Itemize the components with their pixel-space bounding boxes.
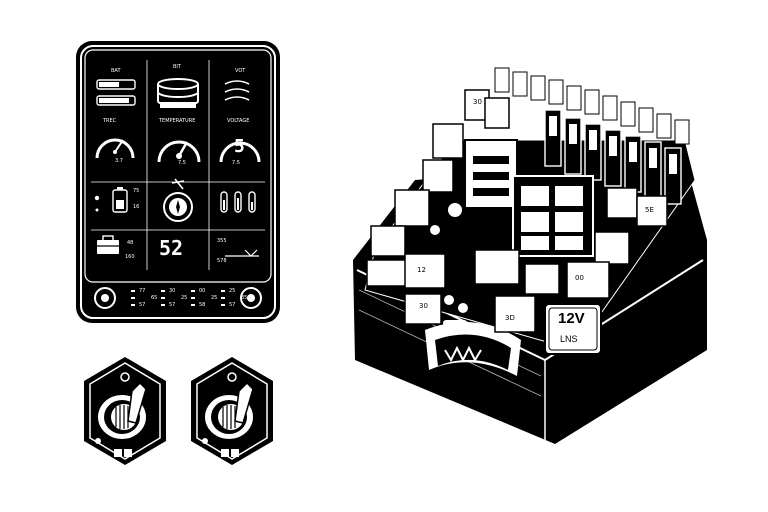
signal-icon — [225, 249, 259, 257]
relay-label: 3D — [505, 314, 515, 322]
center-gauge — [157, 140, 201, 163]
compass-icon — [163, 178, 193, 222]
battery-label: BAT — [111, 68, 121, 74]
row4-center-big: 52 — [159, 236, 184, 260]
relay-label: 5E — [645, 206, 654, 214]
blade-fuses — [544, 109, 682, 205]
right-rotary-switch-icon — [191, 357, 273, 465]
relay-blocks-left — [366, 89, 510, 325]
footer-number: 58 — [199, 302, 206, 308]
left-gauge-value: 3.7 — [115, 158, 123, 164]
voltage-badge-plate — [544, 303, 602, 355]
central-relay-cluster — [464, 139, 594, 257]
battery-bars-icon — [96, 79, 136, 106]
panel-frame — [76, 41, 280, 323]
bit-label: BIT — [173, 64, 181, 70]
footer-number: 77 — [139, 288, 146, 294]
footer-number: 25 — [181, 295, 188, 301]
trec-label: TREC — [103, 118, 117, 124]
thermometer-icons — [220, 191, 256, 213]
footer-number: 00 — [199, 288, 206, 294]
connector-pins — [428, 201, 468, 326]
footer-number: 57 — [169, 302, 176, 308]
voltage-label: VOLTAGE — [227, 118, 250, 124]
row4-left-top: 48 — [127, 240, 134, 246]
footer-number: 30 — [169, 288, 176, 294]
relay-label: 12 — [417, 266, 426, 274]
cell-stack-icon — [157, 78, 199, 108]
fuse-box-body — [353, 67, 707, 444]
voltage-badge-subtext: LNS — [560, 334, 578, 344]
footer-number: 25 — [229, 288, 236, 294]
battery-icon — [112, 187, 128, 213]
footer-number: 35 — [241, 295, 248, 301]
footer-number: 25 — [211, 295, 218, 301]
fuse-row-back — [494, 67, 690, 145]
fuse-box-illustration: 30 D0 12 30 3D 00 5E 12V LNS — [345, 60, 715, 446]
row3-bottom-number: 16 — [133, 204, 140, 210]
relay-label: 30 — [419, 302, 428, 310]
right-gauge-big-value: 5 — [234, 136, 245, 157]
footer-knobs — [94, 287, 262, 309]
volt-label: VOT — [235, 68, 246, 74]
left-gauge — [95, 138, 135, 159]
row4-right-bottom: 578 — [217, 258, 227, 264]
housing-handle — [425, 322, 521, 376]
toolbox-icon — [97, 235, 119, 254]
row3-top-number: 75 — [133, 188, 140, 194]
right-gauge-small-value: 7.5 — [232, 160, 240, 166]
temperature-label: TEMPERATURE — [159, 118, 196, 124]
relay-label: 30 — [473, 98, 482, 106]
right-gauge — [219, 141, 261, 163]
relay-label: D0 — [453, 236, 463, 244]
voltage-badge-12v: 12V — [558, 310, 585, 327]
footer-number: 65 — [151, 295, 158, 301]
relay-blocks-right — [474, 187, 668, 333]
relay-label: 00 — [575, 274, 584, 282]
row4-left-bottom: 160 — [125, 254, 135, 260]
row4-right-top: 355 — [217, 238, 227, 244]
left-rotary-switch-icon — [84, 357, 166, 465]
footer-number: 57 — [139, 302, 146, 308]
battery-monitor-panel: BAT BIT VOT TREC TEMPERATURE VOLTAGE 3.7… — [75, 40, 281, 324]
center-gauge-value: 7.5 — [178, 160, 186, 166]
voltage-wave-icon — [224, 80, 250, 101]
footer-number: 57 — [229, 302, 236, 308]
